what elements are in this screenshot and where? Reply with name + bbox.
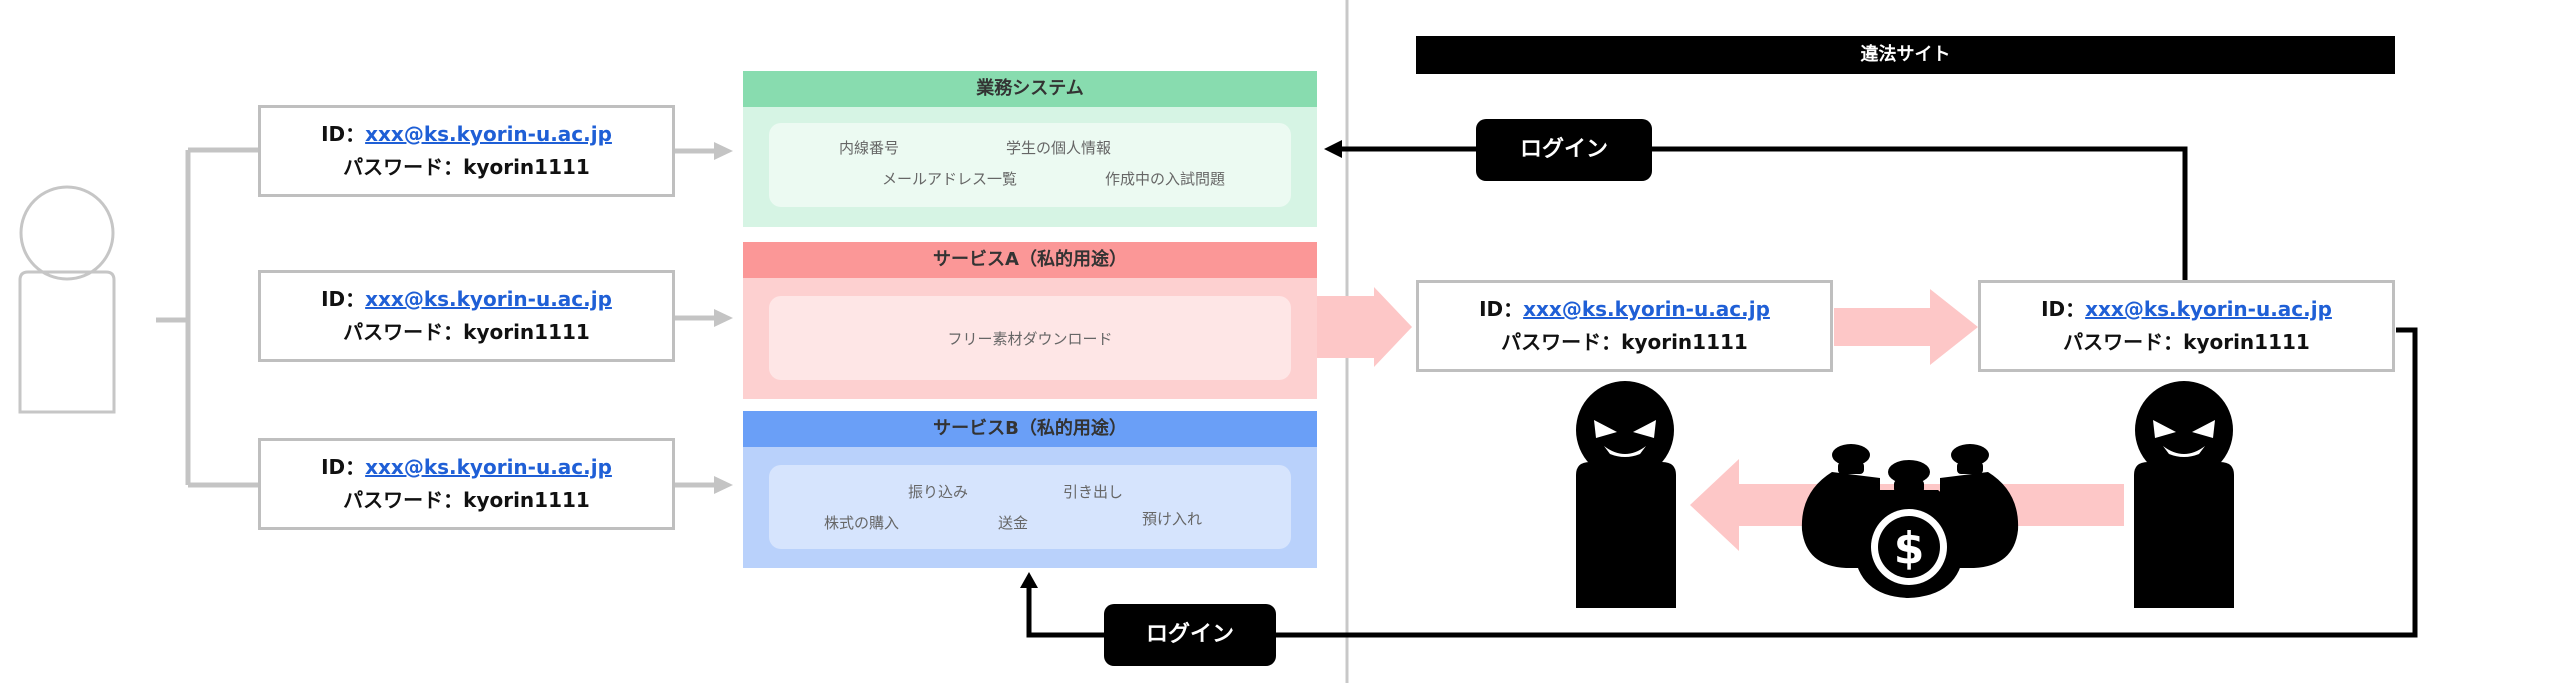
credential-id-line: ID：xxx@ks.kyorin-u.ac.jp (321, 455, 612, 479)
cred-arrow-service-b (675, 476, 733, 494)
list-item: メールアドレス一覧 (882, 170, 1018, 188)
cred-arrow-business (675, 142, 733, 160)
list-item: 内線番号 (839, 139, 900, 157)
list-item: 預け入れ (1142, 510, 1203, 528)
credential-id-line: ID：xxx@ks.kyorin-u.ac.jp (1479, 297, 1770, 321)
hacker-icon (2134, 381, 2234, 608)
login-path-top (1324, 140, 2188, 280)
credential-password: パスワード：kyorin1111 (1501, 330, 1748, 354)
leak-arrow-1 (1317, 287, 1412, 367)
hacker-icon (1576, 381, 1676, 608)
credential-box-leaked-1: ID：xxx@ks.kyorin-u.ac.jp パスワード：kyorin111… (1416, 280, 1833, 372)
email-link[interactable]: xxx@ks.kyorin-u.ac.jp (365, 122, 612, 146)
business-system-panel: 業務システム 内線番号 学生の個人情報 メールアドレス一覧 作成中の入試問題 (743, 71, 1317, 227)
login-path-bottom (1020, 327, 2418, 638)
user-connector (156, 147, 260, 488)
service-a-panel: サービスA（私的用途） フリー素材ダウンロード (743, 242, 1317, 399)
panel-content: 振り込み 引き出し 株式の購入 送金 預け入れ (769, 465, 1291, 549)
credential-password: パスワード：kyorin1111 (343, 320, 590, 344)
email-link[interactable]: xxx@ks.kyorin-u.ac.jp (365, 455, 612, 479)
credential-box-service-b: ID：xxx@ks.kyorin-u.ac.jp パスワード：kyorin111… (258, 438, 675, 530)
login-badge-top: ログイン (1476, 119, 1652, 181)
email-link[interactable]: xxx@ks.kyorin-u.ac.jp (1523, 297, 1770, 321)
user-icon (18, 185, 116, 414)
credential-box-service-a: ID：xxx@ks.kyorin-u.ac.jp パスワード：kyorin111… (258, 270, 675, 362)
list-item: 引き出し (1063, 483, 1124, 501)
list-item: フリー素材ダウンロード (947, 330, 1113, 348)
credential-box-business: ID：xxx@ks.kyorin-u.ac.jp パスワード：kyorin111… (258, 105, 675, 197)
credential-password: パスワード：kyorin1111 (343, 488, 590, 512)
list-item: 株式の購入 (824, 514, 900, 532)
email-link[interactable]: xxx@ks.kyorin-u.ac.jp (365, 287, 612, 311)
service-b-panel: サービスB（私的用途） 振り込み 引き出し 株式の購入 送金 預け入れ (743, 411, 1317, 568)
panel-title: サービスB（私的用途） (743, 411, 1317, 447)
dollar-coin-icon: $ (1871, 509, 1947, 585)
cred-arrow-service-a (675, 309, 733, 327)
credential-password: パスワード：kyorin1111 (343, 155, 590, 179)
panel-content: 内線番号 学生の個人情報 メールアドレス一覧 作成中の入試問題 (769, 123, 1291, 207)
credential-box-leaked-2: ID：xxx@ks.kyorin-u.ac.jp パスワード：kyorin111… (1978, 280, 2395, 372)
credential-password: パスワード：kyorin1111 (2063, 330, 2310, 354)
credential-id-line: ID：xxx@ks.kyorin-u.ac.jp (321, 122, 612, 146)
illegal-site-title: 違法サイト (1416, 36, 2395, 74)
svg-text:$: $ (1894, 523, 1925, 574)
list-item: 作成中の入試問題 (1105, 170, 1226, 188)
list-item: 振り込み (908, 483, 969, 501)
panel-content: フリー素材ダウンロード (769, 296, 1291, 380)
panel-title: 業務システム (743, 71, 1317, 107)
login-badge-bottom: ログイン (1104, 604, 1276, 666)
panel-title: サービスA（私的用途） (743, 242, 1317, 278)
email-link[interactable]: xxx@ks.kyorin-u.ac.jp (2085, 297, 2332, 321)
credential-id-line: ID：xxx@ks.kyorin-u.ac.jp (2041, 297, 2332, 321)
list-item: 送金 (998, 514, 1029, 532)
leak-arrow-2 (1834, 289, 1978, 365)
list-item: 学生の個人情報 (1006, 139, 1112, 157)
credential-id-line: ID：xxx@ks.kyorin-u.ac.jp (321, 287, 612, 311)
